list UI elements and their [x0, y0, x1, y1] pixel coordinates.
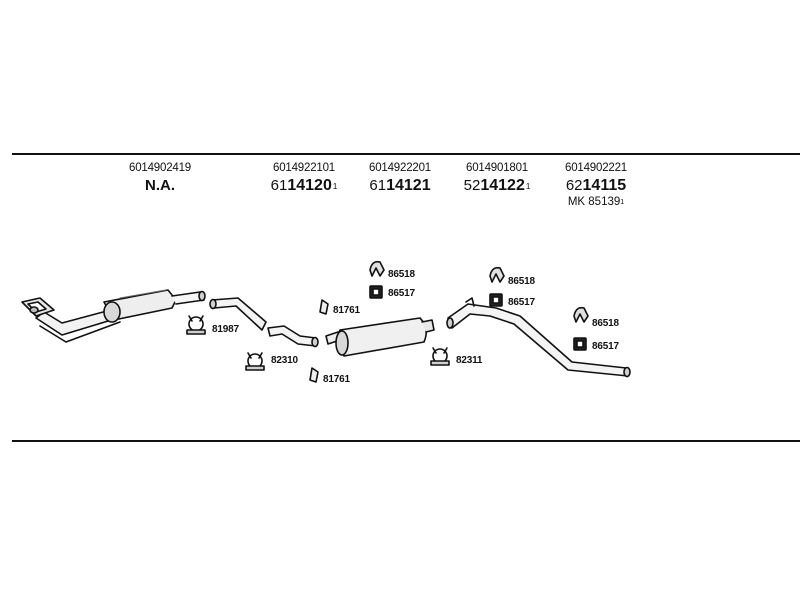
part-number-main: 14122	[480, 177, 525, 194]
part-number-main: 14120	[287, 177, 332, 194]
part-column-2: 6014922101 61141201	[259, 161, 349, 196]
rubber-mount-icon	[369, 285, 383, 299]
mounting-kit-number: MK 851391	[551, 196, 641, 209]
intermediate-pipe-2	[267, 325, 319, 348]
part-number-prefix: 61	[369, 177, 387, 194]
part-label: 81761	[323, 374, 350, 385]
part-label: 86517	[592, 341, 619, 352]
footnote-mark: 1	[332, 182, 338, 191]
oe-number: 6014902221	[565, 162, 627, 174]
pipe-clamp-icon	[430, 347, 450, 366]
part-label: 81761	[333, 305, 360, 316]
footnote-mark: 1	[620, 199, 625, 206]
part-column-5: 6014902221 6214115 MK 851391	[551, 161, 641, 209]
part-number-prefix: 61	[270, 177, 288, 194]
part-label: 82311	[456, 355, 483, 366]
bracket-icon	[309, 367, 319, 383]
part-label: 86518	[508, 276, 535, 287]
part-column-1: 6014902419 N.A.	[115, 161, 205, 196]
rear-silencer	[325, 317, 435, 357]
part-number-prefix: 62	[565, 177, 583, 194]
not-available-label: N.A.	[145, 177, 175, 194]
part-number-main: 14121	[386, 177, 431, 194]
top-divider	[12, 153, 800, 155]
part-number-main: 14115	[582, 177, 627, 194]
pipe-clamp-icon	[186, 315, 206, 335]
hanger-hook-icon	[573, 306, 589, 323]
part-number: 6114121	[355, 176, 445, 196]
part-number: 6214115	[551, 176, 641, 196]
part-label: 86517	[508, 297, 535, 308]
hanger-hook-icon	[369, 260, 385, 277]
oe-number: 6014922101	[273, 162, 335, 174]
rubber-mount-icon	[573, 337, 587, 351]
part-label: 82310	[271, 355, 298, 366]
part-label: 81987	[212, 324, 239, 335]
part-number-prefix: 52	[463, 177, 481, 194]
pipe-clamp-icon	[245, 352, 265, 371]
front-pipe-with-silencer	[21, 289, 206, 343]
mounting-kit-text: MK 85139	[567, 196, 621, 208]
part-label: 86517	[388, 288, 415, 299]
intermediate-pipe-1	[209, 297, 267, 331]
oe-number: 6014902419	[129, 162, 191, 174]
part-number: 52141221	[452, 176, 542, 196]
footnote-mark: 1	[525, 182, 531, 191]
part-column-4: 6014901801 52141221	[452, 161, 542, 196]
oe-number: 6014922201	[369, 162, 431, 174]
hanger-hook-icon	[489, 266, 505, 283]
rubber-mount-icon	[489, 293, 503, 307]
part-column-3: 6014922201 6114121	[355, 161, 445, 196]
part-label: 86518	[592, 318, 619, 329]
part-label: 86518	[388, 269, 415, 280]
bottom-divider	[12, 440, 800, 442]
oe-number: 6014901801	[466, 162, 528, 174]
bracket-icon	[319, 299, 329, 315]
part-number: 61141201	[259, 176, 349, 196]
tail-pipe	[446, 297, 631, 378]
